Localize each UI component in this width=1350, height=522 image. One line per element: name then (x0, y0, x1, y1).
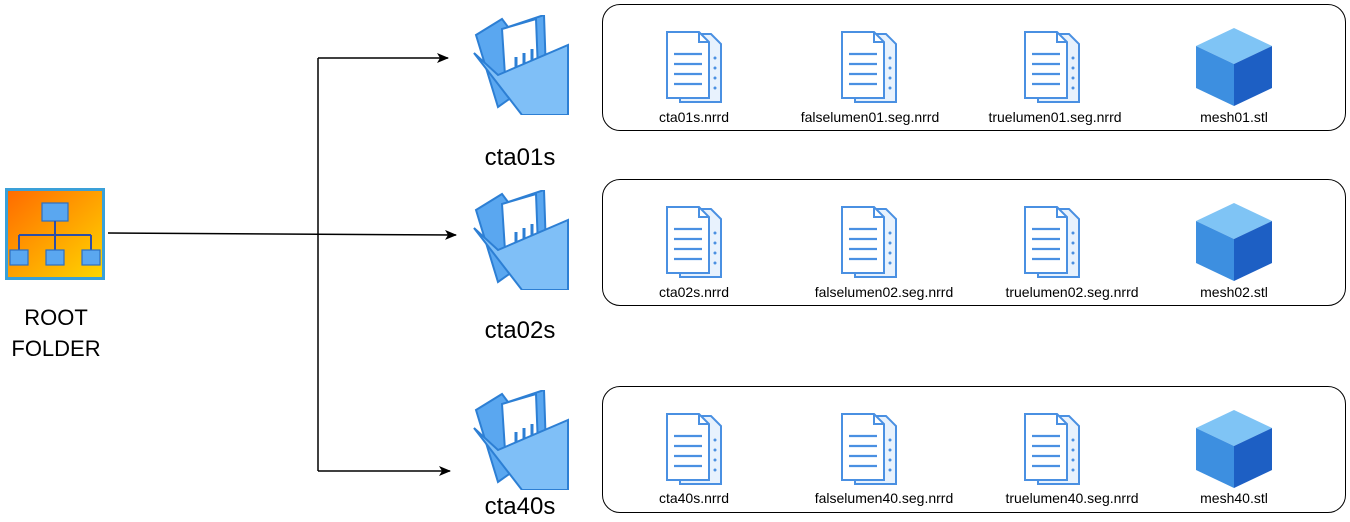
document-icon[interactable] (665, 412, 725, 486)
folder-icon[interactable] (472, 13, 572, 116)
file-label: mesh01.stl (1200, 109, 1268, 125)
document-icon[interactable] (1023, 412, 1083, 486)
document-icon[interactable] (840, 412, 900, 486)
file-label: truelumen01.seg.nrrd (988, 109, 1122, 125)
folder-icon[interactable] (472, 188, 572, 291)
file-group-box (602, 386, 1346, 513)
file-label: truelumen02.seg.nrrd (1005, 284, 1139, 300)
cube-mesh-icon[interactable] (1193, 201, 1275, 283)
root-folder-label: ROOT FOLDER (0, 302, 112, 364)
connector-root-to-cta02s (107, 229, 457, 240)
document-icon[interactable] (665, 205, 725, 279)
root-label-line1: ROOT (24, 305, 88, 330)
document-icon[interactable] (1023, 205, 1083, 279)
cube-mesh-icon[interactable] (1193, 26, 1275, 108)
file-label: cta01s.nrrd (658, 109, 730, 125)
file-group-box (602, 4, 1346, 131)
folder-label: cta40s (484, 493, 556, 520)
folder-label: cta01s (484, 144, 556, 171)
file-label: cta40s.nrrd (658, 490, 730, 506)
document-icon[interactable] (840, 30, 900, 104)
file-label: falselumen02.seg.nrrd (814, 284, 954, 300)
cube-mesh-icon[interactable] (1193, 408, 1275, 490)
file-label: truelumen40.seg.nrrd (1005, 490, 1139, 506)
document-icon[interactable] (1023, 30, 1083, 104)
file-label: falselumen40.seg.nrrd (814, 490, 954, 506)
sitemap-folder-icon[interactable] (5, 188, 105, 280)
document-icon[interactable] (665, 30, 725, 104)
file-label: mesh02.stl (1200, 284, 1268, 300)
file-label: cta02s.nrrd (658, 284, 730, 300)
file-group-box (602, 179, 1346, 306)
folder-icon[interactable] (472, 388, 572, 491)
folder-label: cta02s (484, 317, 556, 344)
root-label-line2: FOLDER (11, 336, 101, 361)
file-label: mesh40.stl (1200, 490, 1268, 506)
file-label: falselumen01.seg.nrrd (800, 109, 940, 125)
document-icon[interactable] (840, 205, 900, 279)
